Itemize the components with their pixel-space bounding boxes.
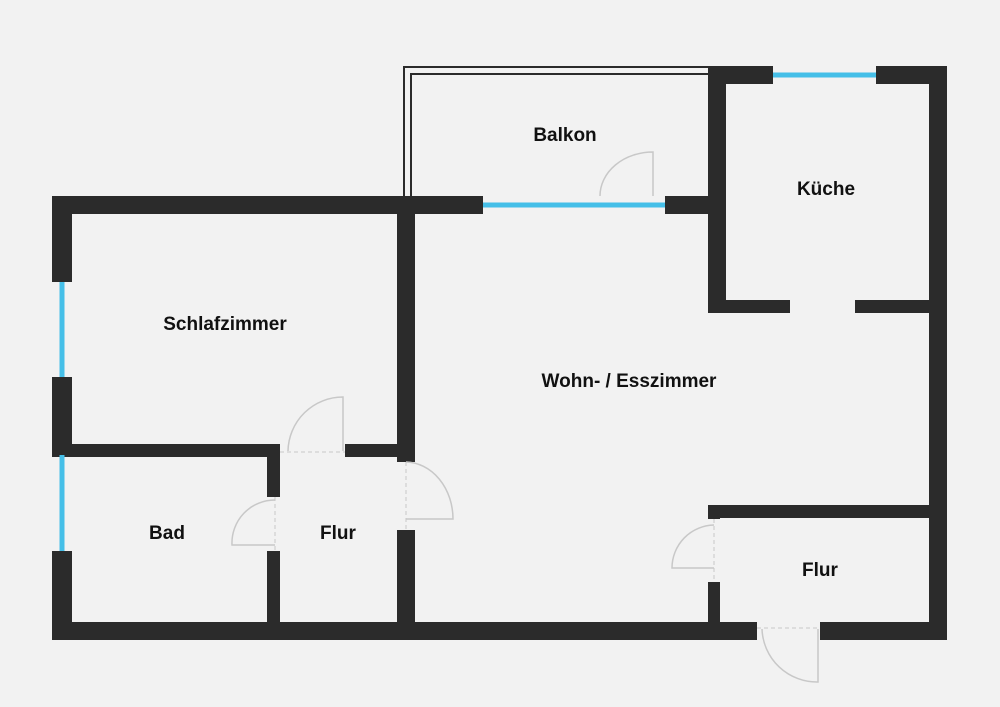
balcony-railing xyxy=(403,66,708,196)
room-label-wohn-esszimmer: Wohn- / Esszimmer xyxy=(542,371,718,392)
room-label-flur-left: Flur xyxy=(320,523,356,544)
room-label-bad: Bad xyxy=(149,523,185,544)
room-label-schlafzimmer: Schlafzimmer xyxy=(163,314,287,335)
doors xyxy=(231,151,820,683)
room-label-flur-right: Flur xyxy=(802,560,838,581)
walls xyxy=(52,66,947,640)
windows xyxy=(59,72,876,551)
room-label-kueche: Küche xyxy=(797,179,855,200)
room-label-balkon: Balkon xyxy=(533,125,596,146)
